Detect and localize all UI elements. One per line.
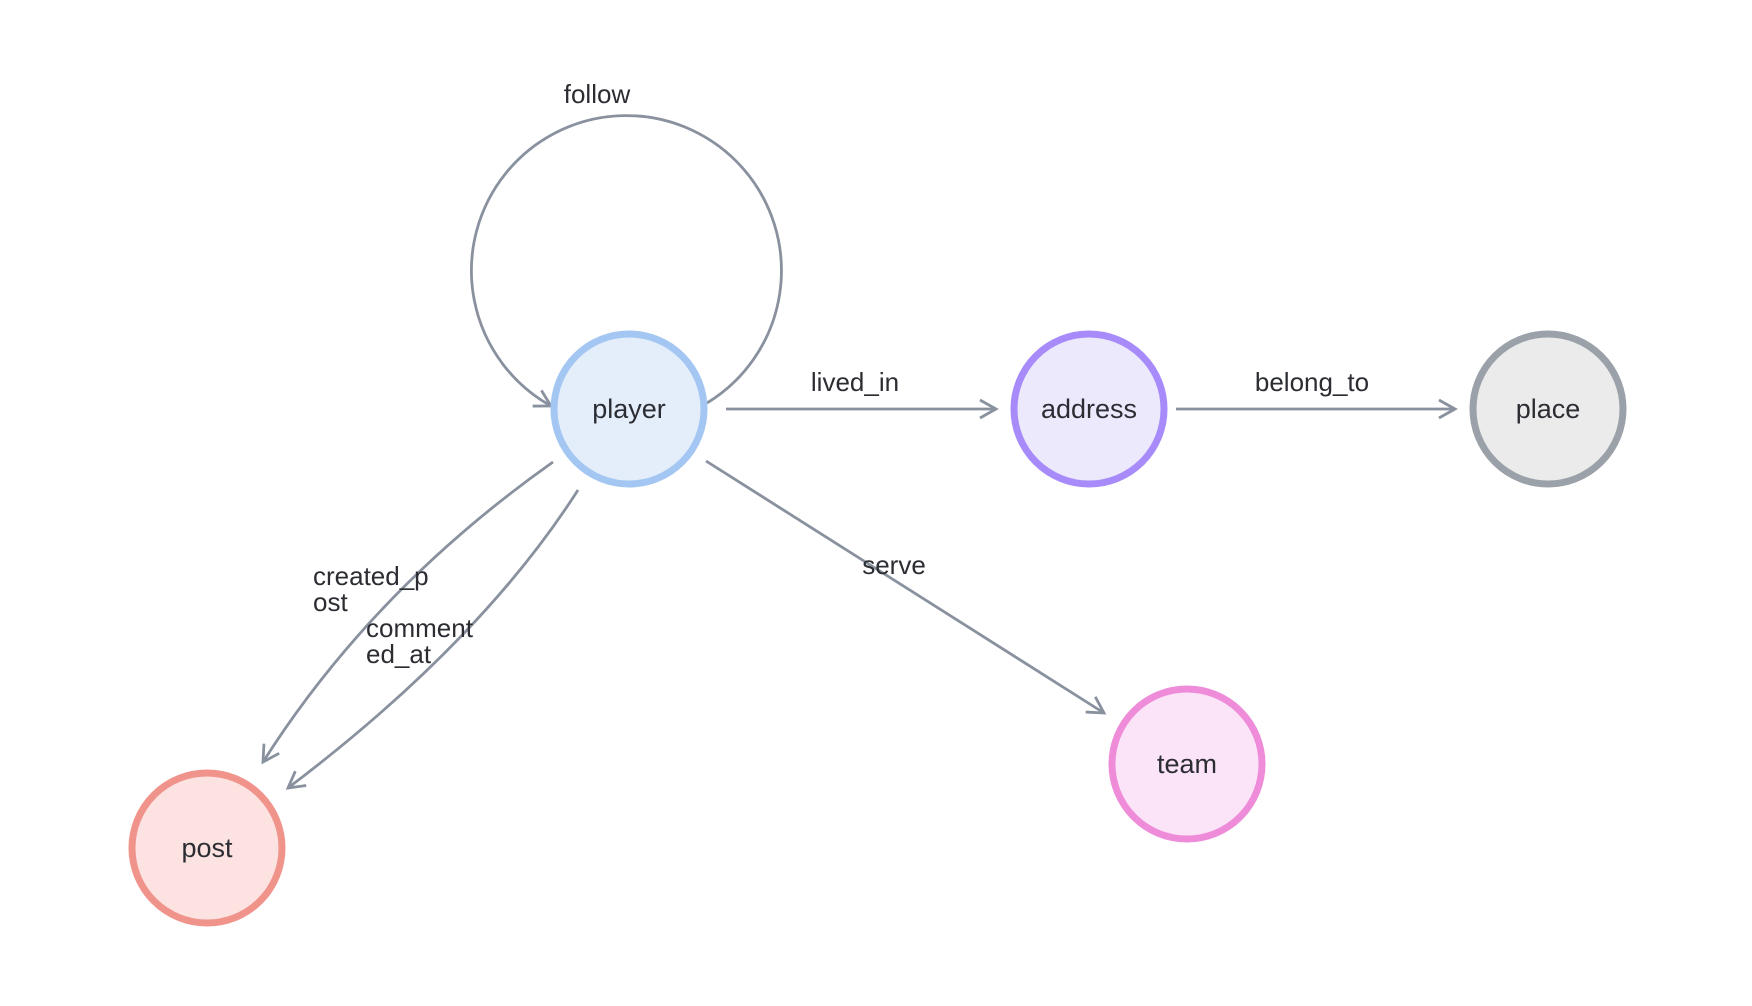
node-place[interactable]: place: [1469, 330, 1627, 488]
edge-commented-at-label: comment ed_at: [366, 613, 480, 669]
edge-follow[interactable]: [470, 114, 783, 408]
edge-created-post-label-line2: ost: [313, 587, 348, 617]
edge-follow-label: follow: [564, 79, 631, 109]
edge-commented-at-label-line1: comment: [366, 613, 474, 643]
nodes-layer: player address place post team: [128, 330, 1627, 927]
edge-belong-to-label: belong_to: [1255, 367, 1369, 397]
node-team-circle[interactable]: [1108, 685, 1266, 843]
node-player-circle[interactable]: [550, 330, 708, 488]
node-address-circle[interactable]: [1010, 330, 1168, 488]
edge-created-post-label: created_p ost: [313, 561, 436, 617]
node-team[interactable]: team: [1108, 685, 1266, 843]
edges-layer: follow lived_in belong_to serve created_…: [261, 79, 1458, 790]
edge-serve[interactable]: [705, 459, 1107, 715]
edge-created-post[interactable]: [261, 460, 554, 765]
edge-created-post-label-line1: created_p: [313, 561, 429, 591]
edge-commented-at-label-line2: ed_at: [366, 639, 432, 669]
edge-lived-in-label: lived_in: [811, 367, 899, 397]
node-player[interactable]: player: [550, 330, 708, 488]
edge-serve-label: serve: [862, 550, 926, 580]
node-place-circle[interactable]: [1469, 330, 1627, 488]
node-post-circle[interactable]: [128, 769, 286, 927]
edge-commented-at[interactable]: [285, 489, 580, 790]
node-address[interactable]: address: [1010, 330, 1168, 488]
node-post[interactable]: post: [128, 769, 286, 927]
